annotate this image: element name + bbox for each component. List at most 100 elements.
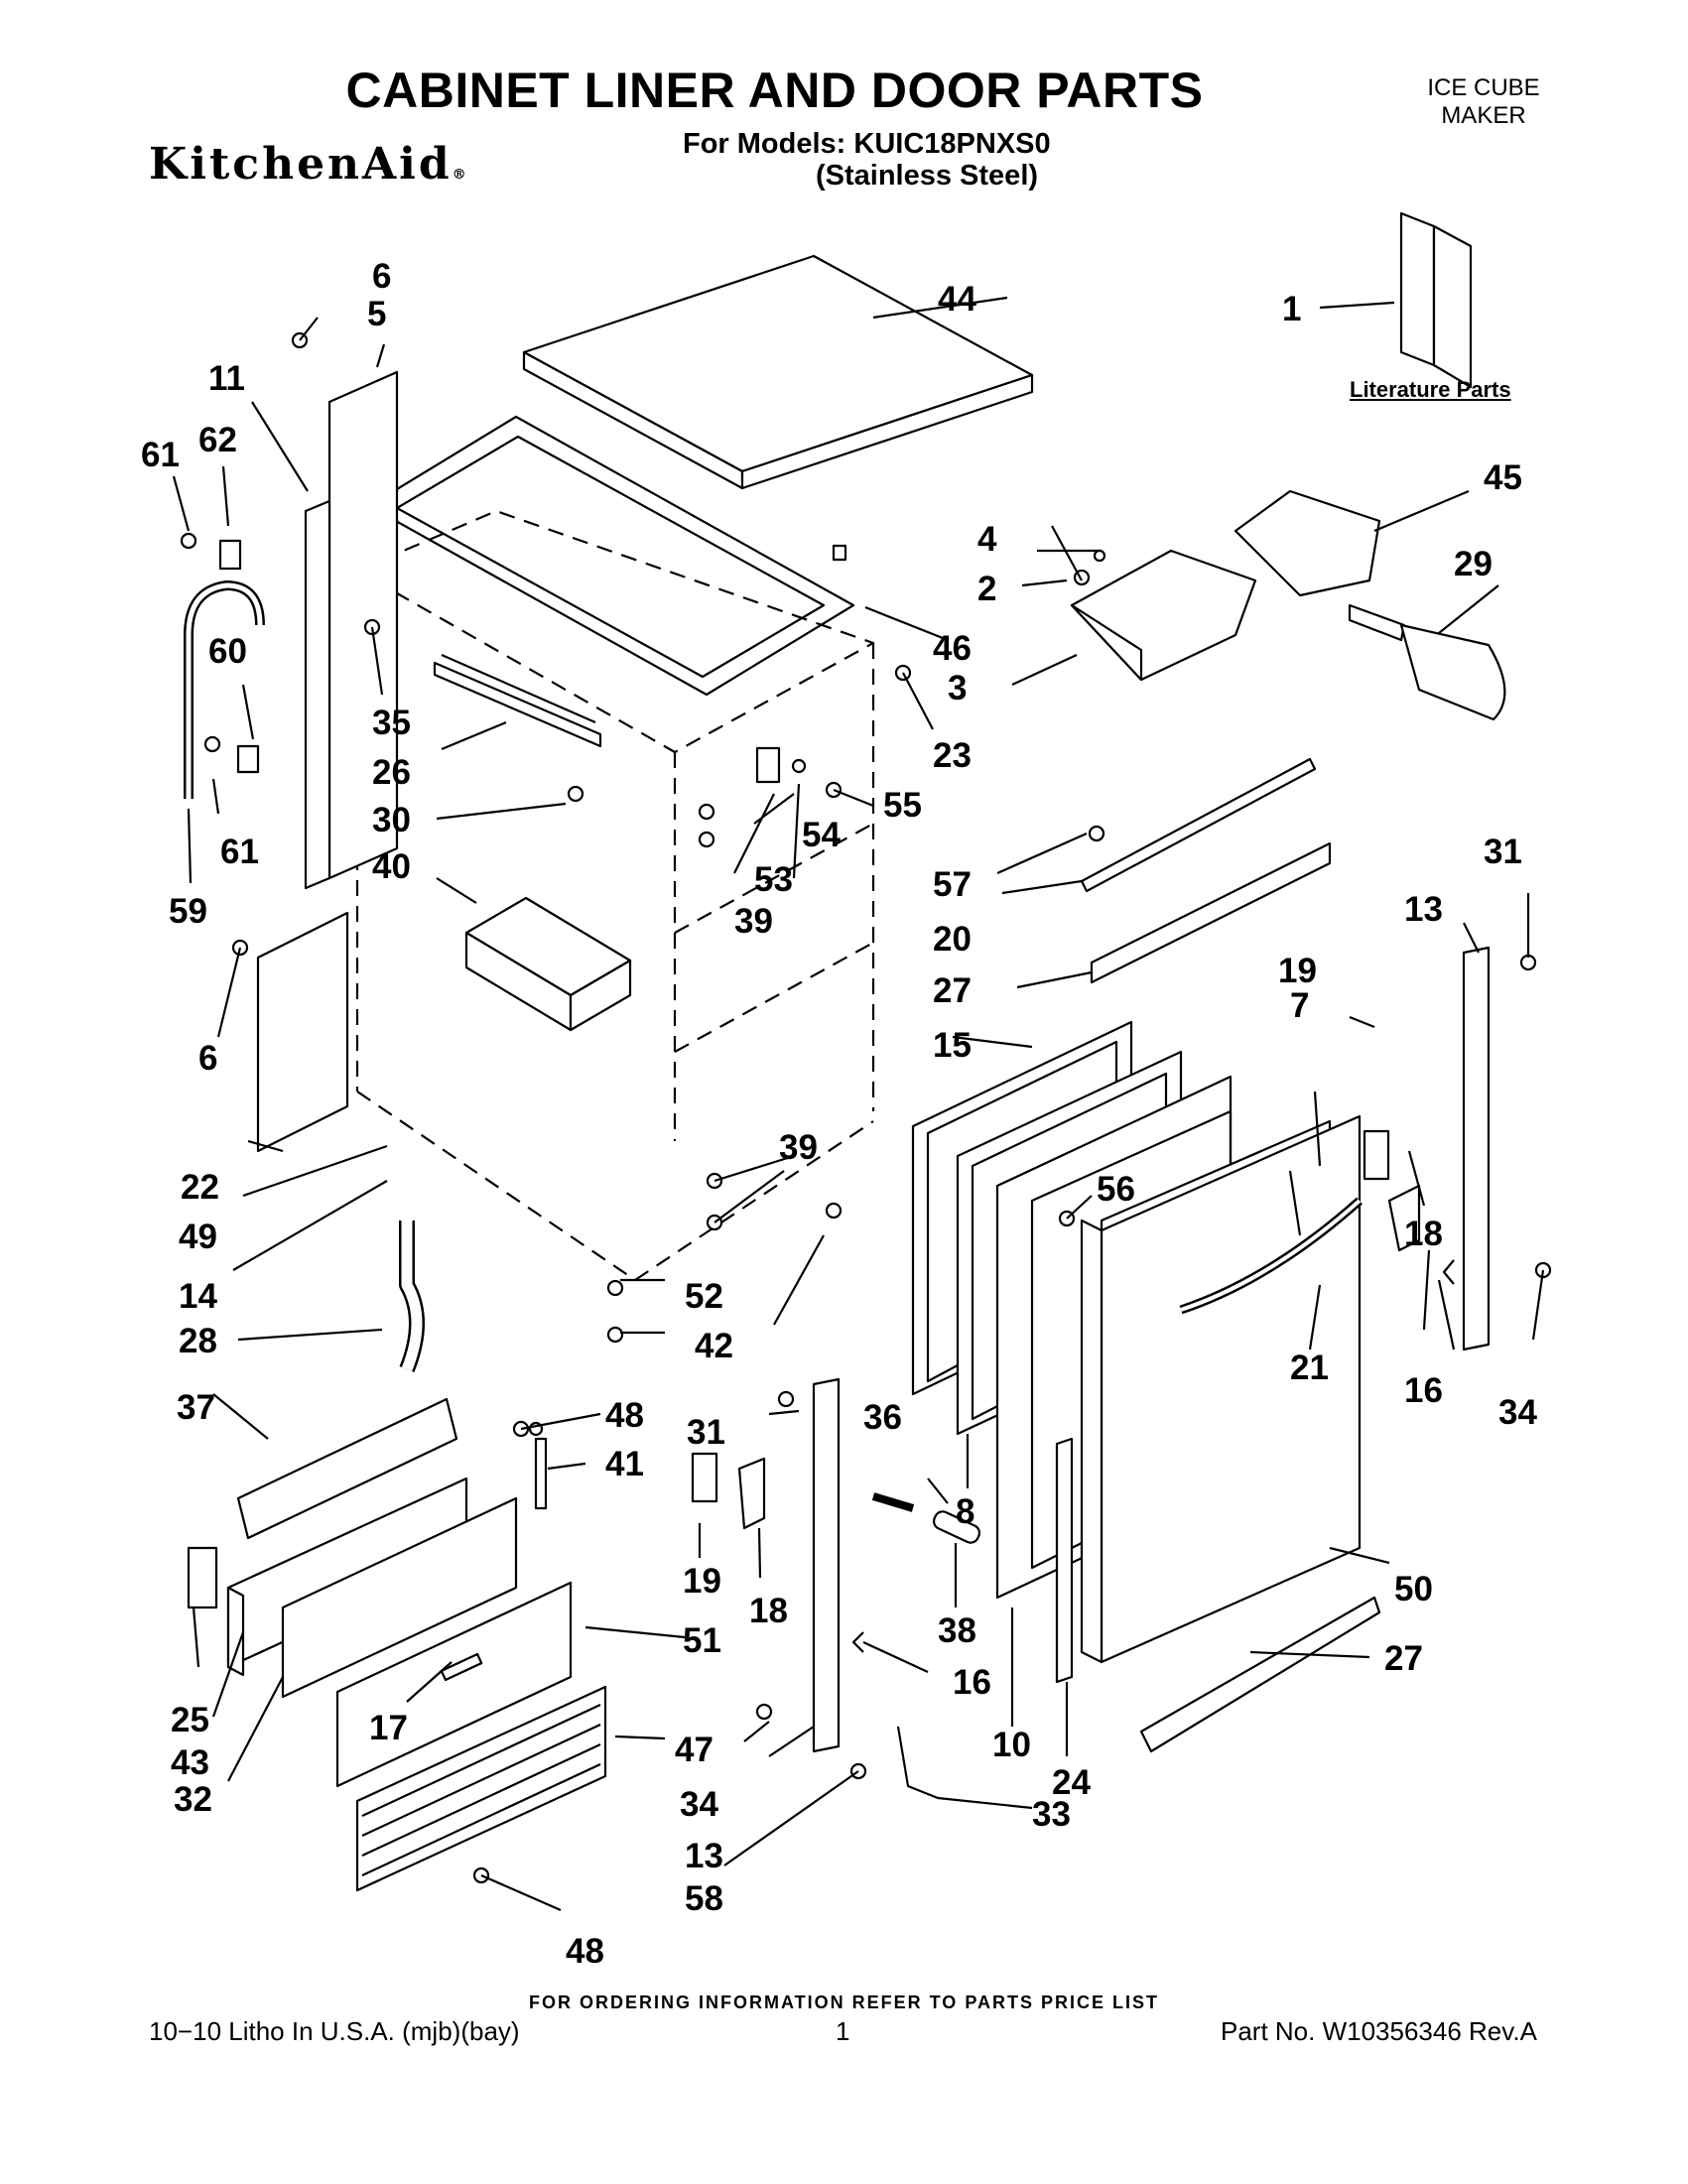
callout-26: 26 (372, 753, 411, 792)
callout-37: 37 (177, 1388, 215, 1427)
callout-56: 56 (1097, 1170, 1135, 1209)
callout-19-right: 19 (1278, 952, 1317, 990)
callout-61-bottom: 61 (220, 833, 259, 871)
callout-30: 30 (372, 801, 411, 839)
callout-40: 40 (372, 847, 411, 886)
callout-39-upper: 39 (734, 902, 773, 941)
callout-39-lower: 39 (779, 1128, 818, 1167)
callout-41: 41 (605, 1445, 644, 1483)
callout-5: 5 (367, 295, 386, 333)
callout-59: 59 (169, 892, 207, 931)
part-20 (1080, 757, 1317, 893)
models-line: For Models: KUIC18PNXS0 (683, 128, 1051, 160)
callout-51: 51 (683, 1621, 721, 1660)
part-45-sheet (1234, 489, 1381, 597)
callout-62: 62 (198, 421, 237, 459)
part-27-lower (1139, 1596, 1381, 1753)
callout-42: 42 (695, 1327, 733, 1365)
callout-22: 22 (181, 1168, 219, 1207)
part-11-side-panel (304, 370, 399, 890)
part-18-right (1387, 1184, 1421, 1252)
part-3-bin (1070, 549, 1257, 682)
callout-60: 60 (208, 632, 247, 671)
callout-19-left: 19 (683, 1562, 721, 1601)
callout-28: 28 (179, 1322, 217, 1360)
finish-line: (Stainless Steel) (816, 160, 1039, 192)
part-47-grille (355, 1685, 607, 1892)
part-25 (187, 1546, 218, 1609)
callout-3: 3 (948, 669, 967, 707)
callout-52: 52 (685, 1277, 723, 1316)
ordering-notice: FOR ORDERING INFORMATION REFER TO PARTS … (528, 1992, 1159, 2012)
callout-53: 53 (754, 860, 793, 899)
part-top-gasket (367, 415, 855, 697)
callout-10: 10 (992, 1726, 1031, 1764)
callout-16-left: 16 (953, 1663, 991, 1702)
callout-27-upper: 27 (933, 971, 972, 1010)
page-number: 1 (836, 2016, 850, 2046)
part-33-clip (896, 1726, 939, 1800)
callout-24: 24 (1052, 1763, 1091, 1802)
callout-13-top: 13 (1404, 890, 1443, 929)
part-19-left (691, 1452, 718, 1503)
part-16-right (1442, 1259, 1455, 1285)
callout-17: 17 (369, 1709, 408, 1747)
callout-2: 2 (977, 570, 996, 608)
part-32-panel (281, 1496, 518, 1699)
callout-6-left: 6 (198, 1039, 217, 1078)
part-59-tube (184, 580, 265, 799)
page-title: CABINET LINER AND DOOR PARTS (345, 63, 1204, 118)
part-16-left (851, 1631, 864, 1653)
callout-49: 49 (179, 1218, 217, 1256)
callout-50: 50 (1394, 1570, 1433, 1608)
callout-29: 29 (1454, 545, 1493, 583)
callout-20: 20 (933, 920, 972, 959)
callout-46: 46 (933, 629, 972, 668)
callout-48-upper: 48 (605, 1396, 644, 1435)
callout-15: 15 (933, 1026, 972, 1065)
part-36-spring (871, 1492, 915, 1512)
part-50-door (1080, 1114, 1363, 1664)
part-number: Part No. W10356346 Rev.A (1221, 2016, 1537, 2046)
literature-parts-label: Literature Parts (1350, 377, 1511, 402)
callout-33: 33 (1032, 1795, 1071, 1834)
part-38-pin (932, 1510, 981, 1544)
category-line-2: MAKER (1441, 102, 1526, 129)
part-13-left-rail (812, 1377, 841, 1753)
callout-11: 11 (208, 359, 245, 398)
callout-58: 58 (685, 1879, 723, 1918)
part-top-panel (522, 254, 1034, 562)
part-29-scoop (1348, 603, 1506, 721)
callout-34-right: 34 (1498, 1393, 1537, 1432)
part-37-bracket (236, 1397, 458, 1540)
part-53 (755, 746, 781, 784)
callout-35: 35 (372, 704, 411, 742)
callout-21: 21 (1290, 1349, 1329, 1387)
callout-57: 57 (933, 865, 972, 904)
callout-31-left: 31 (687, 1413, 725, 1452)
callout-8: 8 (956, 1492, 974, 1531)
leader-lines (172, 296, 1545, 1912)
callout-43: 43 (171, 1743, 209, 1782)
part-27-upper (1090, 841, 1332, 984)
callout-31-right: 31 (1484, 833, 1522, 871)
callout-16-right: 16 (1404, 1371, 1443, 1410)
part-17-grille-front (335, 1581, 573, 1788)
callout-27-lower: 27 (1384, 1639, 1423, 1678)
category-line-1: ICE CUBE (1427, 74, 1540, 101)
callout-55: 55 (883, 786, 922, 825)
callout-25: 25 (171, 1701, 209, 1739)
callout-23: 23 (933, 736, 972, 775)
part-60-clip (236, 744, 260, 774)
callout-36: 36 (863, 1398, 902, 1437)
part-19-right (1363, 1129, 1390, 1181)
part-24 (1055, 1437, 1074, 1684)
callouts: 1 2 3 4 5 6 6 7 8 10 11 13 13 14 15 16 1… (141, 257, 1537, 1971)
callout-1: 1 (1282, 290, 1301, 328)
part-18-left (737, 1457, 766, 1530)
callout-7: 7 (1290, 986, 1309, 1025)
registered-mark: ® (452, 167, 466, 183)
callout-45: 45 (1484, 458, 1522, 497)
part-26 (433, 653, 602, 748)
